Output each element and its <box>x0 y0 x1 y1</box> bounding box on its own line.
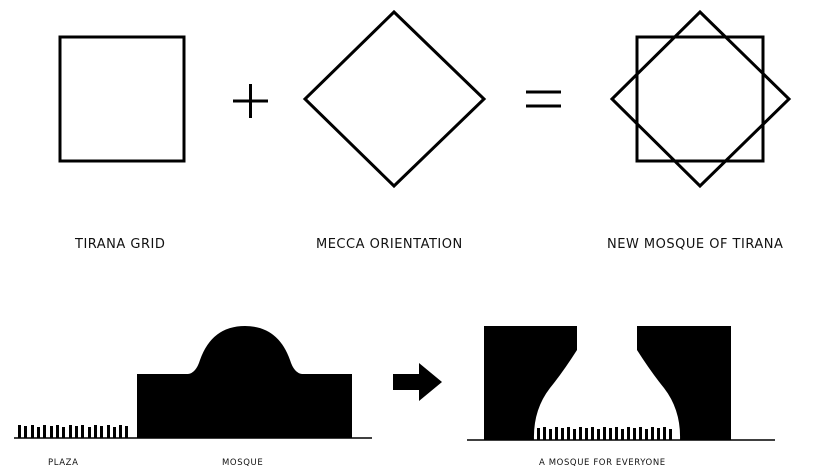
plaza-people <box>18 425 128 438</box>
label-mosque-for-everyone: A MOSQUE FOR EVERYONE <box>539 458 666 468</box>
mosque-left-mass <box>484 326 577 440</box>
mosque-silhouette <box>137 326 352 438</box>
label-mosque: MOSQUE <box>222 458 263 468</box>
label-new-mosque: NEW MOSQUE OF TIRANA <box>607 237 783 252</box>
everyone-people <box>537 427 672 440</box>
mecca-orientation-diamond <box>305 12 484 186</box>
mosque-right-mass <box>637 326 731 440</box>
transform-arrow <box>393 363 442 401</box>
plus-sign <box>233 84 268 118</box>
label-tirana-grid: TIRANA GRID <box>75 237 165 252</box>
label-mecca-orientation: MECCA ORIENTATION <box>316 237 463 252</box>
tirana-grid-square <box>60 37 184 161</box>
label-plaza: PLAZA <box>48 458 79 468</box>
equals-sign <box>526 92 561 106</box>
new-mosque-combined-shape <box>612 12 789 186</box>
